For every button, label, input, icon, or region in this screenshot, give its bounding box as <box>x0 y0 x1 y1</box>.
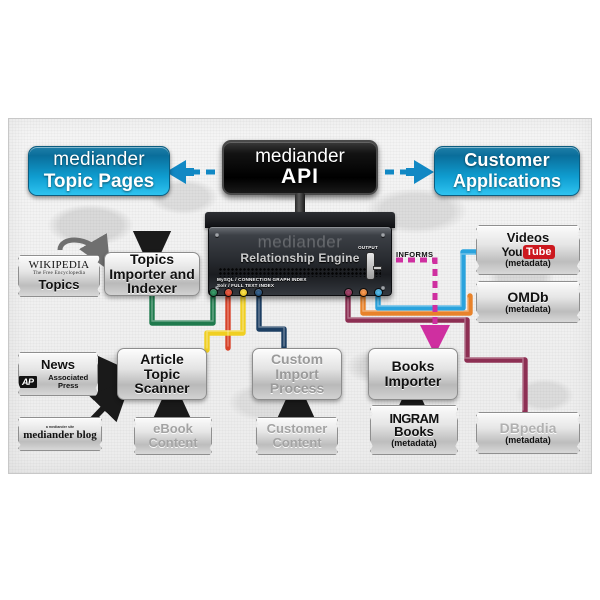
dbpedia-label: DBpedia <box>499 419 557 436</box>
source-customer-content[interactable]: Customer Content <box>256 417 338 455</box>
youtube-tube-icon: Tube <box>523 245 555 260</box>
youtube-you-text: You <box>501 244 523 259</box>
engine-output-label: OUTPUT <box>358 245 378 250</box>
source-youtube-videos[interactable]: Videos You Tube (metadata) <box>476 225 580 275</box>
custom-import-line1: Custom <box>270 350 324 367</box>
source-ingram-books[interactable]: INGRAM Books (metadata) <box>370 405 458 455</box>
screw-icon <box>215 286 219 290</box>
screw-icon <box>381 233 385 237</box>
ingram-logo: INGRAM <box>389 410 439 426</box>
api-line1: mediander <box>255 146 345 168</box>
article-scanner-line2: Topic <box>143 365 181 382</box>
blog-top-note: a mediander site <box>45 425 75 430</box>
topics-importer-line2: Importer and <box>109 265 195 282</box>
port-green <box>209 288 218 297</box>
ap-logo-icon: AP <box>19 375 37 388</box>
custom-import-line3: Process <box>269 380 325 397</box>
port-red <box>224 288 233 297</box>
customer-apps-line1: Customer <box>464 150 550 171</box>
process-books-importer[interactable]: Books Importer <box>368 348 458 400</box>
screw-icon <box>381 286 385 290</box>
customer-content-line2: Content <box>272 435 322 450</box>
youtube-metadata-note: (metadata) <box>505 258 551 269</box>
customer-apps-line2: Applications <box>452 171 561 191</box>
engine-output-pin <box>373 266 382 270</box>
node-mediander-topic-pages[interactable]: mediander Topic Pages <box>28 146 170 196</box>
ap-name: Associated Press <box>48 372 89 390</box>
news-label: News <box>41 357 75 373</box>
source-news-ap[interactable]: News AP Associated Press <box>18 352 98 396</box>
source-omdb[interactable]: OMDb (metadata) <box>476 281 580 323</box>
source-wikipedia[interactable]: WIKIPEDIA The Free Encyclopedia Topics <box>18 255 100 297</box>
wikipedia-topics-label: Topics <box>38 277 80 293</box>
port-yellow <box>239 288 248 297</box>
topics-importer-line1: Topics <box>129 250 175 267</box>
engine-brand: mediander <box>257 232 343 251</box>
ingram-books-label: Books <box>394 424 434 440</box>
omdb-label: OMDb <box>507 288 549 305</box>
source-ebook-content[interactable]: eBook Content <box>134 417 212 455</box>
mediander-relationship-engine[interactable]: mediander Relationship Engine MySQL / CO… <box>208 226 392 296</box>
api-line2: API <box>280 165 319 189</box>
omdb-metadata-note: (metadata) <box>505 303 551 314</box>
port-blue <box>374 288 383 297</box>
process-article-topic-scanner[interactable]: Article Topic Scanner <box>117 348 207 400</box>
engine-top-plate <box>205 212 395 228</box>
process-topics-importer[interactable]: Topics Importer and Indexer <box>104 250 200 297</box>
api-sign-stem <box>295 193 305 217</box>
article-scanner-line1: Article <box>140 350 184 367</box>
books-importer-line1: Books <box>391 358 435 375</box>
port-navy <box>254 288 263 297</box>
engine-subtitle: Relationship Engine <box>240 251 360 265</box>
engine-index-line1: MySQL / CONNECTION GRAPH INDEX <box>217 277 307 282</box>
topic-pages-line2: Topic Pages <box>43 171 155 192</box>
port-maroon <box>344 288 353 297</box>
blog-name: mediander blog <box>23 429 97 442</box>
engine-index-line2: Solr / FULL TEXT INDEX <box>217 283 275 289</box>
engine-vent-grille <box>219 268 381 277</box>
topic-pages-line1: mediander <box>53 149 145 171</box>
books-importer-line2: Importer <box>384 373 442 389</box>
node-customer-applications[interactable]: Customer Applications <box>434 146 580 196</box>
custom-import-line2: Import <box>275 365 319 382</box>
videos-label: Videos <box>506 230 550 246</box>
article-scanner-line3: Scanner <box>134 380 190 397</box>
port-orange <box>359 288 368 297</box>
customer-content-line1: Customer <box>266 421 328 437</box>
screw-icon <box>215 233 219 237</box>
topics-importer-line3: Indexer <box>127 280 177 297</box>
informs-label: INFORMS <box>396 250 434 259</box>
engine-port-row <box>208 288 392 297</box>
ingram-metadata-note: (metadata) <box>391 437 437 448</box>
dbpedia-metadata-note: (metadata) <box>505 434 551 445</box>
ebook-line2: Content <box>148 435 198 450</box>
process-custom-import[interactable]: Custom Import Process <box>252 348 342 400</box>
source-mediander-blog[interactable]: a mediander site mediander blog <box>18 417 102 451</box>
wikipedia-subtitle: The Free Encyclopedia <box>32 269 86 276</box>
source-dbpedia[interactable]: DBpedia (metadata) <box>476 412 580 454</box>
ebook-line1: eBook <box>153 421 193 437</box>
node-mediander-api[interactable]: mediander API <box>222 140 378 195</box>
wikipedia-name: WIKIPEDIA <box>28 259 90 272</box>
